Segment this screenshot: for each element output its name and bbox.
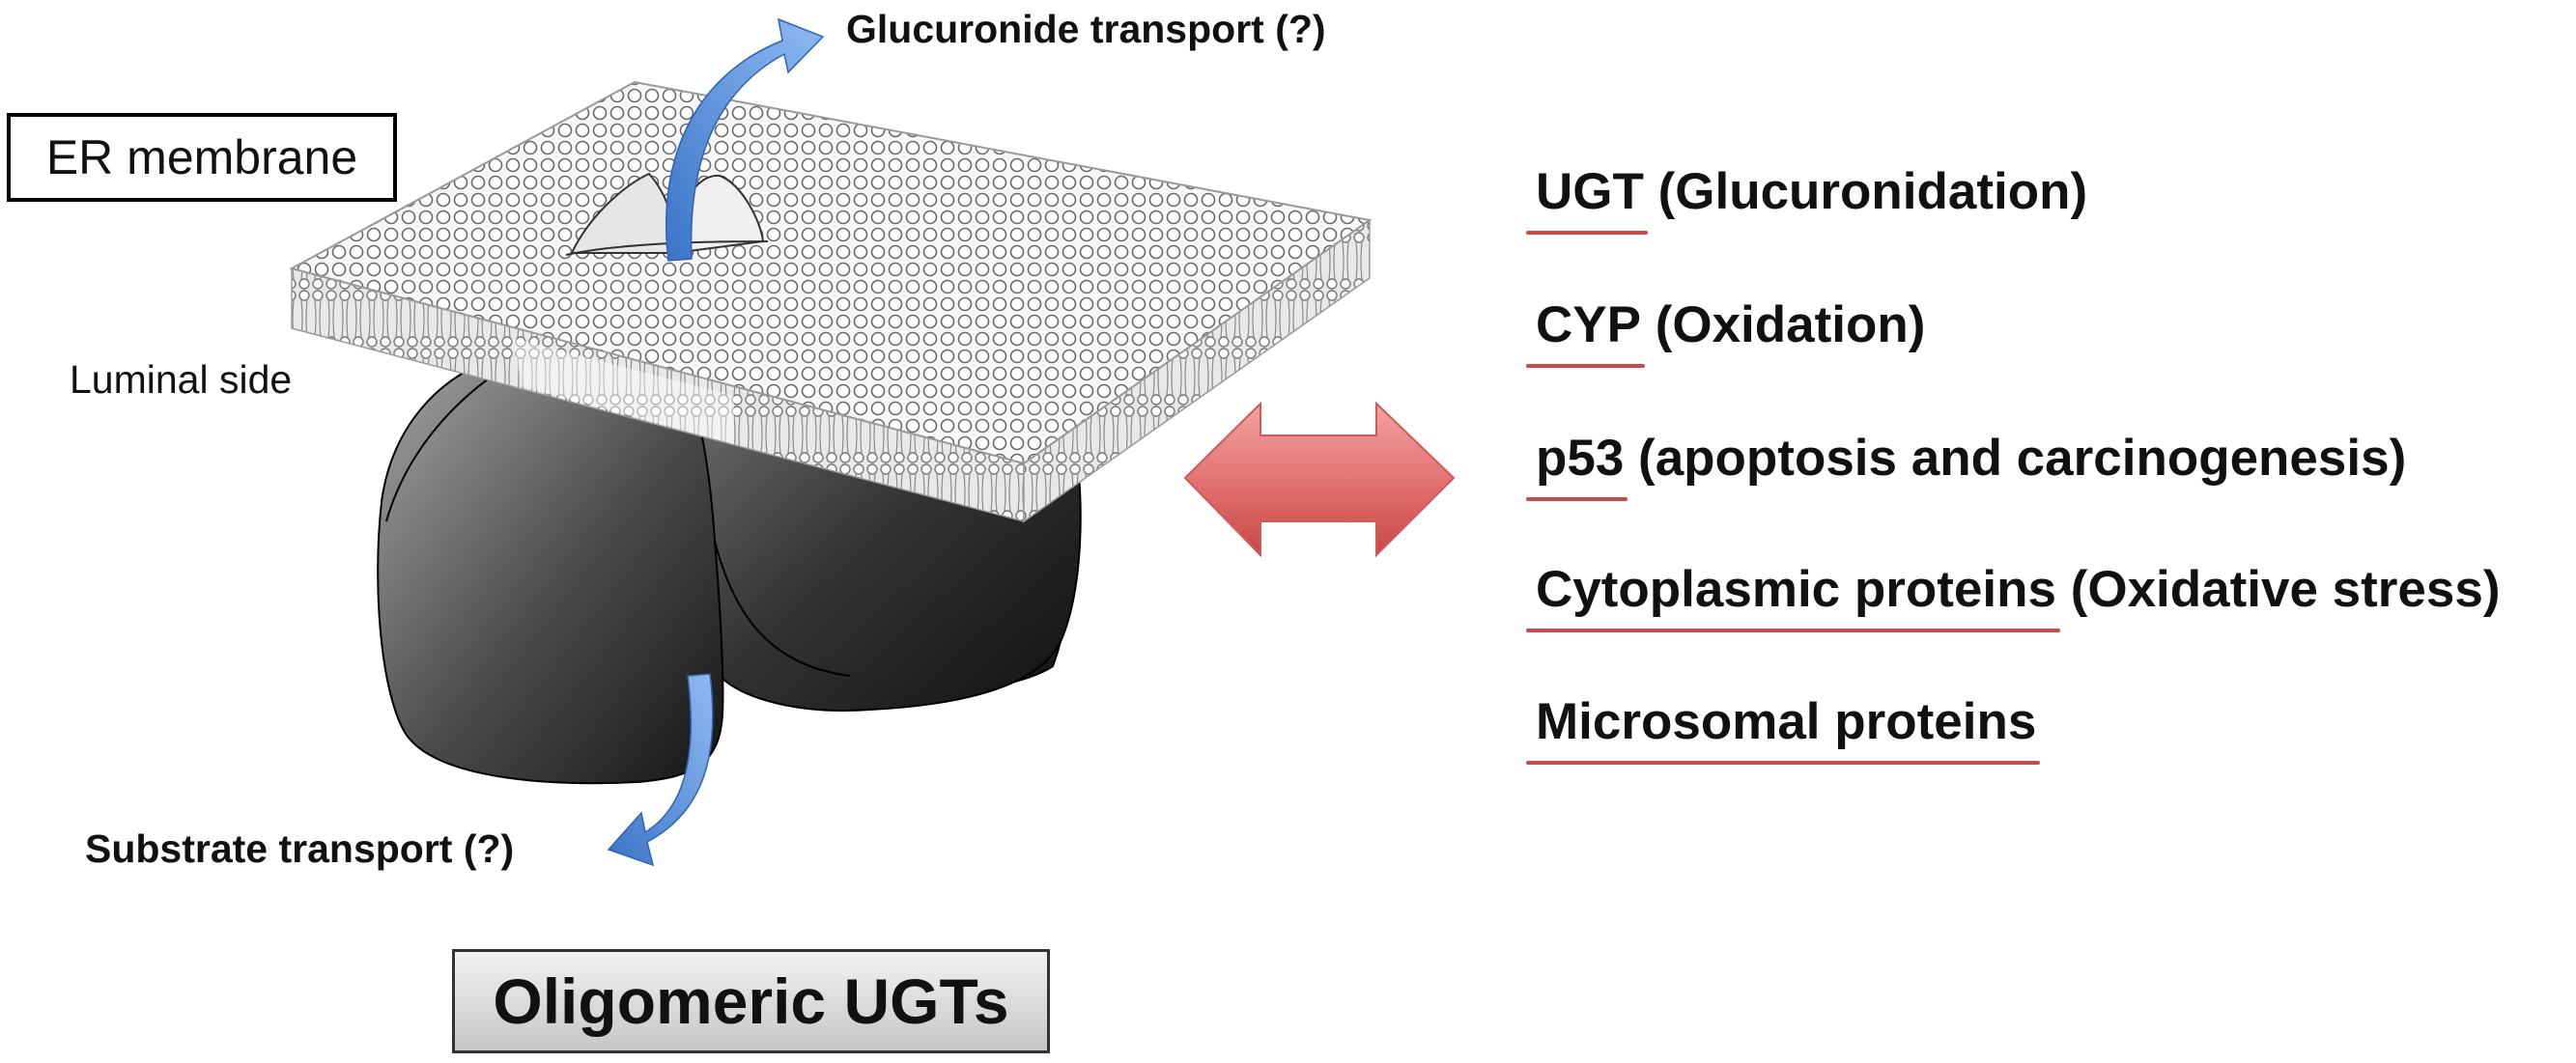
curved-arrow-up-icon bbox=[665, 17, 825, 262]
partner-ugt: UGT (Glucuronidation) bbox=[1526, 163, 2088, 235]
partner-desc: (apoptosis and carcinogenesis) bbox=[1624, 430, 2407, 487]
curved-arrow-down-icon bbox=[607, 673, 714, 867]
er-membrane-bilayer bbox=[289, 80, 1373, 523]
partner-desc: (Oxidation) bbox=[1640, 296, 1926, 353]
luminal-side-label: Luminal side bbox=[70, 357, 293, 402]
partner-cyp: CYP (Oxidation) bbox=[1526, 296, 1926, 368]
partner-microsomal: Microsomal proteins bbox=[1525, 693, 2041, 765]
partner-cytoplasmic: Cytoplasmic proteins (Oxidative stress) bbox=[1526, 561, 2501, 632]
substrate-transport-label: Substrate transport (?) bbox=[85, 826, 515, 871]
glucuronide-transport-label: Glucuronide transport (?) bbox=[846, 7, 1326, 51]
membrane-top-surface bbox=[289, 80, 1373, 465]
partner-desc: (Glucuronidation) bbox=[1643, 163, 2088, 220]
partner-key: CYP bbox=[1526, 296, 1645, 368]
partner-key: Microsomal proteins bbox=[1525, 693, 2041, 765]
er-membrane-label: ER membrane bbox=[7, 113, 397, 202]
partner-desc: (Oxidative stress) bbox=[2055, 561, 2501, 618]
partner-key: Cytoplasmic proteins bbox=[1526, 561, 2060, 632]
partner-key: p53 bbox=[1525, 430, 1628, 501]
membrane-pore bbox=[565, 172, 769, 256]
partner-p53: p53 (apoptosis and carcinogenesis) bbox=[1525, 430, 2407, 501]
double-headed-arrow-icon bbox=[1183, 401, 1456, 558]
oligomeric-ugts-label: Oligomeric UGTs bbox=[452, 949, 1050, 1053]
partner-key: UGT bbox=[1526, 163, 1648, 235]
